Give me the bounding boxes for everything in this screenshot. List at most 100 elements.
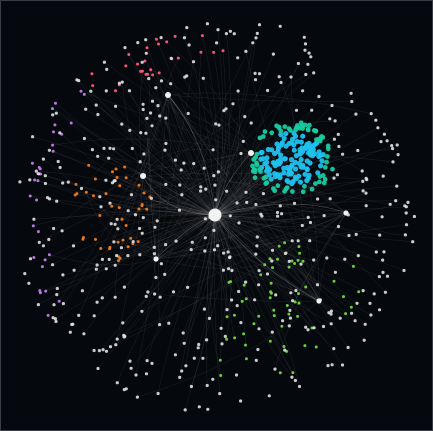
graph-node-white[interactable]: [254, 358, 258, 362]
graph-node-white[interactable]: [266, 88, 270, 93]
graph-node-white[interactable]: [332, 137, 336, 141]
graph-node-white[interactable]: [180, 369, 184, 373]
graph-node-white[interactable]: [283, 348, 287, 352]
graph-node-white[interactable]: [204, 187, 208, 191]
graph-node-violet[interactable]: [32, 256, 36, 259]
graph-node-white[interactable]: [274, 293, 278, 297]
graph-node-pink[interactable]: [165, 40, 169, 44]
graph-node-white[interactable]: [280, 212, 284, 216]
graph-node-white[interactable]: [244, 280, 248, 284]
graph-node-white[interactable]: [235, 304, 239, 308]
graph-node-white[interactable]: [141, 216, 145, 220]
graph-node-cyan[interactable]: [259, 149, 265, 155]
graph-node-cyan[interactable]: [262, 161, 268, 167]
graph-node-white[interactable]: [381, 258, 385, 262]
graph-node-cyan[interactable]: [288, 170, 294, 176]
graph-node-white[interactable]: [332, 347, 336, 351]
graph-node-white[interactable]: [51, 263, 55, 267]
graph-node-white[interactable]: [376, 126, 380, 130]
graph-node-white[interactable]: [378, 233, 382, 237]
graph-node-white[interactable]: [178, 375, 182, 379]
graph-node-white[interactable]: [326, 364, 330, 368]
graph-node-white[interactable]: [41, 157, 46, 161]
graph-node-pink[interactable]: [144, 72, 148, 76]
graph-node-cyan[interactable]: [264, 168, 270, 174]
graph-node-white[interactable]: [146, 290, 150, 294]
graph-node-white[interactable]: [28, 178, 32, 182]
graph-node-white[interactable]: [122, 388, 126, 392]
graph-node-white[interactable]: [214, 198, 218, 202]
graph-node-white[interactable]: [390, 144, 394, 148]
graph-node-white[interactable]: [113, 222, 117, 226]
graph-node-white[interactable]: [140, 60, 144, 64]
graph-node-orange[interactable]: [121, 238, 125, 242]
graph-node-white[interactable]: [303, 48, 307, 52]
graph-node-white[interactable]: [304, 72, 308, 77]
graph-node-white[interactable]: [82, 332, 86, 336]
graph-node-teal[interactable]: [272, 188, 278, 194]
graph-node-white[interactable]: [261, 192, 265, 196]
graph-node-white[interactable]: [223, 334, 227, 338]
graph-node-white[interactable]: [183, 408, 187, 412]
graph-node-white[interactable]: [236, 56, 240, 60]
graph-node-orange[interactable]: [137, 207, 141, 211]
graph-node-violet[interactable]: [44, 289, 48, 293]
graph-node-white[interactable]: [100, 257, 104, 261]
graph-node-white[interactable]: [154, 86, 158, 90]
graph-node-white[interactable]: [120, 122, 124, 126]
graph-node-violet[interactable]: [31, 224, 35, 228]
graph-node-white[interactable]: [186, 285, 190, 289]
graph-node-orange[interactable]: [115, 176, 119, 179]
graph-node-white[interactable]: [336, 132, 340, 136]
graph-node-orange[interactable]: [117, 206, 121, 210]
graph-node-white[interactable]: [164, 141, 168, 146]
graph-node-cyan[interactable]: [300, 133, 306, 139]
graph-node-white[interactable]: [117, 81, 121, 85]
graph-node-white[interactable]: [156, 104, 160, 108]
graph-node-white[interactable]: [158, 323, 162, 327]
graph-node-white[interactable]: [112, 240, 116, 244]
graph-node-orange[interactable]: [81, 236, 85, 239]
graph-node-orange[interactable]: [110, 204, 114, 208]
graph-node-orange[interactable]: [118, 184, 122, 188]
graph-node-violet[interactable]: [30, 161, 34, 165]
graph-node-white[interactable]: [113, 263, 117, 267]
graph-node-white[interactable]: [142, 152, 146, 156]
graph-node-white[interactable]: [104, 349, 109, 353]
graph-node-green[interactable]: [263, 263, 267, 267]
graph-node-white[interactable]: [109, 222, 113, 226]
graph-node-white[interactable]: [395, 184, 399, 188]
graph-node-teal[interactable]: [319, 134, 324, 139]
graph-node-white[interactable]: [356, 254, 360, 258]
graph-node-green[interactable]: [271, 266, 274, 270]
graph-node-cyan[interactable]: [279, 140, 285, 146]
graph-node-white[interactable]: [306, 215, 310, 219]
graph-node-white[interactable]: [185, 74, 189, 78]
graph-node-white[interactable]: [55, 293, 59, 297]
graph-node-white[interactable]: [113, 295, 117, 299]
graph-node-white[interactable]: [41, 244, 46, 248]
graph-node-white[interactable]: [402, 268, 406, 273]
graph-node-white[interactable]: [164, 182, 168, 186]
graph-node-white[interactable]: [349, 91, 353, 95]
graph-node-white[interactable]: [80, 289, 84, 293]
graph-node-white[interactable]: [394, 199, 398, 203]
graph-node-cyan[interactable]: [291, 147, 297, 153]
graph-node-teal[interactable]: [269, 130, 275, 136]
graph-node-white[interactable]: [89, 89, 93, 93]
graph-node-white[interactable]: [381, 270, 385, 274]
graph-node-pink[interactable]: [173, 34, 177, 38]
graph-node-teal[interactable]: [309, 186, 315, 192]
graph-node-green[interactable]: [293, 262, 297, 265]
graph-node-pink[interactable]: [149, 68, 153, 72]
graph-node-white[interactable]: [199, 185, 203, 189]
graph-node-white[interactable]: [130, 146, 134, 151]
graph-node-white[interactable]: [294, 108, 299, 112]
graph-node-white[interactable]: [90, 148, 94, 152]
graph-node-white[interactable]: [302, 35, 306, 39]
graph-node-white[interactable]: [228, 255, 232, 259]
graph-node-white[interactable]: [312, 258, 316, 262]
graph-node-white[interactable]: [273, 367, 277, 371]
graph-node-white[interactable]: [120, 80, 124, 84]
graph-node-green[interactable]: [304, 285, 308, 289]
